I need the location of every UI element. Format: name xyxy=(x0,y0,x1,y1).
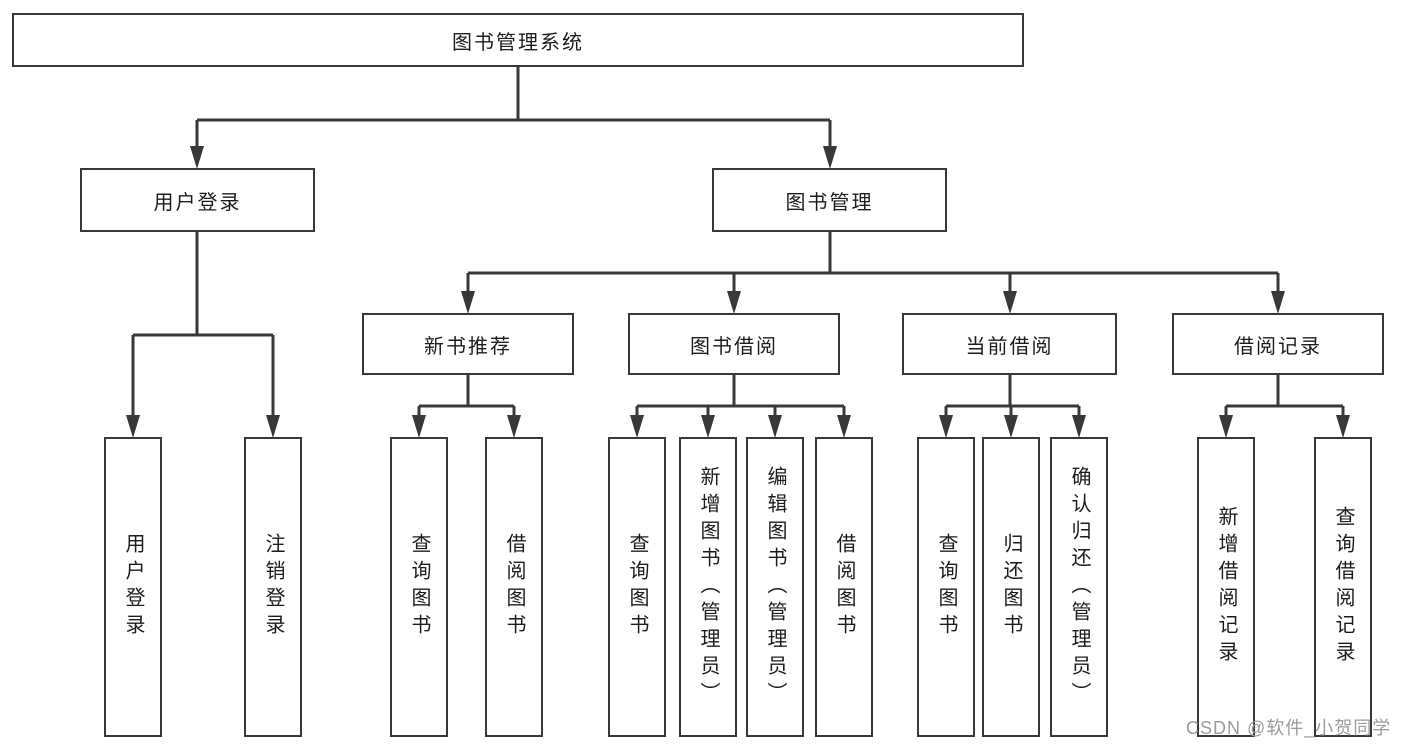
connector-recommend-to-children xyxy=(417,375,516,416)
node-add-borrow-record: 新增借阅记录 xyxy=(1197,437,1255,737)
connector-current-to-children xyxy=(944,375,1081,416)
connector-login-to-children xyxy=(131,232,275,415)
node-borrow-book-2: 借阅图书 xyxy=(815,437,873,737)
connector-mgmt-to-level3 xyxy=(466,232,1280,292)
connector-root-to-level2 xyxy=(195,66,832,147)
node-label: 查询图书 xyxy=(626,533,648,641)
node-label: 图书借阅 xyxy=(690,335,778,358)
arrowheads xyxy=(126,146,1350,438)
node-borrow-book-1: 借阅图书 xyxy=(485,437,543,737)
node-label: 用户登录 xyxy=(153,191,242,214)
csdn-watermark: CSDN @软件_小贺同学 xyxy=(1186,718,1392,738)
node-label: 注销登录 xyxy=(262,533,284,641)
node-query-book-3: 查询图书 xyxy=(917,437,975,737)
node-label: 编辑图书（管理员） xyxy=(764,465,786,709)
node-query-borrow-record: 查询借阅记录 xyxy=(1314,437,1372,737)
node-label: 新增图书（管理员） xyxy=(697,465,719,709)
node-label: 借阅图书 xyxy=(503,533,525,641)
node-add-book-admin: 新增图书（管理员） xyxy=(679,437,737,737)
node-label: 查询借阅记录 xyxy=(1332,506,1354,668)
node-book-management: 图书管理 xyxy=(712,168,947,232)
node-borrow-records: 借阅记录 xyxy=(1172,313,1384,375)
node-book-borrow: 图书借阅 xyxy=(628,313,840,375)
node-confirm-return-admin: 确认归还（管理员） xyxy=(1050,437,1108,737)
node-label: 新书推荐 xyxy=(424,335,512,358)
node-current-borrow: 当前借阅 xyxy=(902,313,1117,375)
node-edit-book-admin: 编辑图书（管理员） xyxy=(746,437,804,737)
node-label: 借阅记录 xyxy=(1234,335,1322,358)
node-label: 用户登录 xyxy=(122,533,144,641)
node-query-book-1: 查询图书 xyxy=(390,437,448,737)
node-logout: 注销登录 xyxy=(244,437,302,737)
connector-borrow-to-children xyxy=(635,375,846,416)
node-label: 归还图书 xyxy=(1000,533,1022,641)
node-label: 查询图书 xyxy=(935,533,957,641)
node-label: 新增借阅记录 xyxy=(1215,506,1237,668)
node-label: 当前借阅 xyxy=(965,335,1054,358)
node-new-book-recommend: 新书推荐 xyxy=(362,313,574,375)
node-label: 图书管理系统 xyxy=(452,31,584,54)
node-label: 图书管理 xyxy=(785,191,874,214)
node-library-system: 图书管理系统 xyxy=(12,13,1024,67)
node-label: 确认归还（管理员） xyxy=(1068,465,1090,709)
connector-records-to-children xyxy=(1224,375,1345,416)
node-label: 借阅图书 xyxy=(833,533,855,641)
node-user-login: 用户登录 xyxy=(80,168,315,232)
node-return-book: 归还图书 xyxy=(982,437,1040,737)
node-user-login-action: 用户登录 xyxy=(104,437,162,737)
node-query-book-2: 查询图书 xyxy=(608,437,666,737)
node-label: 查询图书 xyxy=(408,533,430,641)
